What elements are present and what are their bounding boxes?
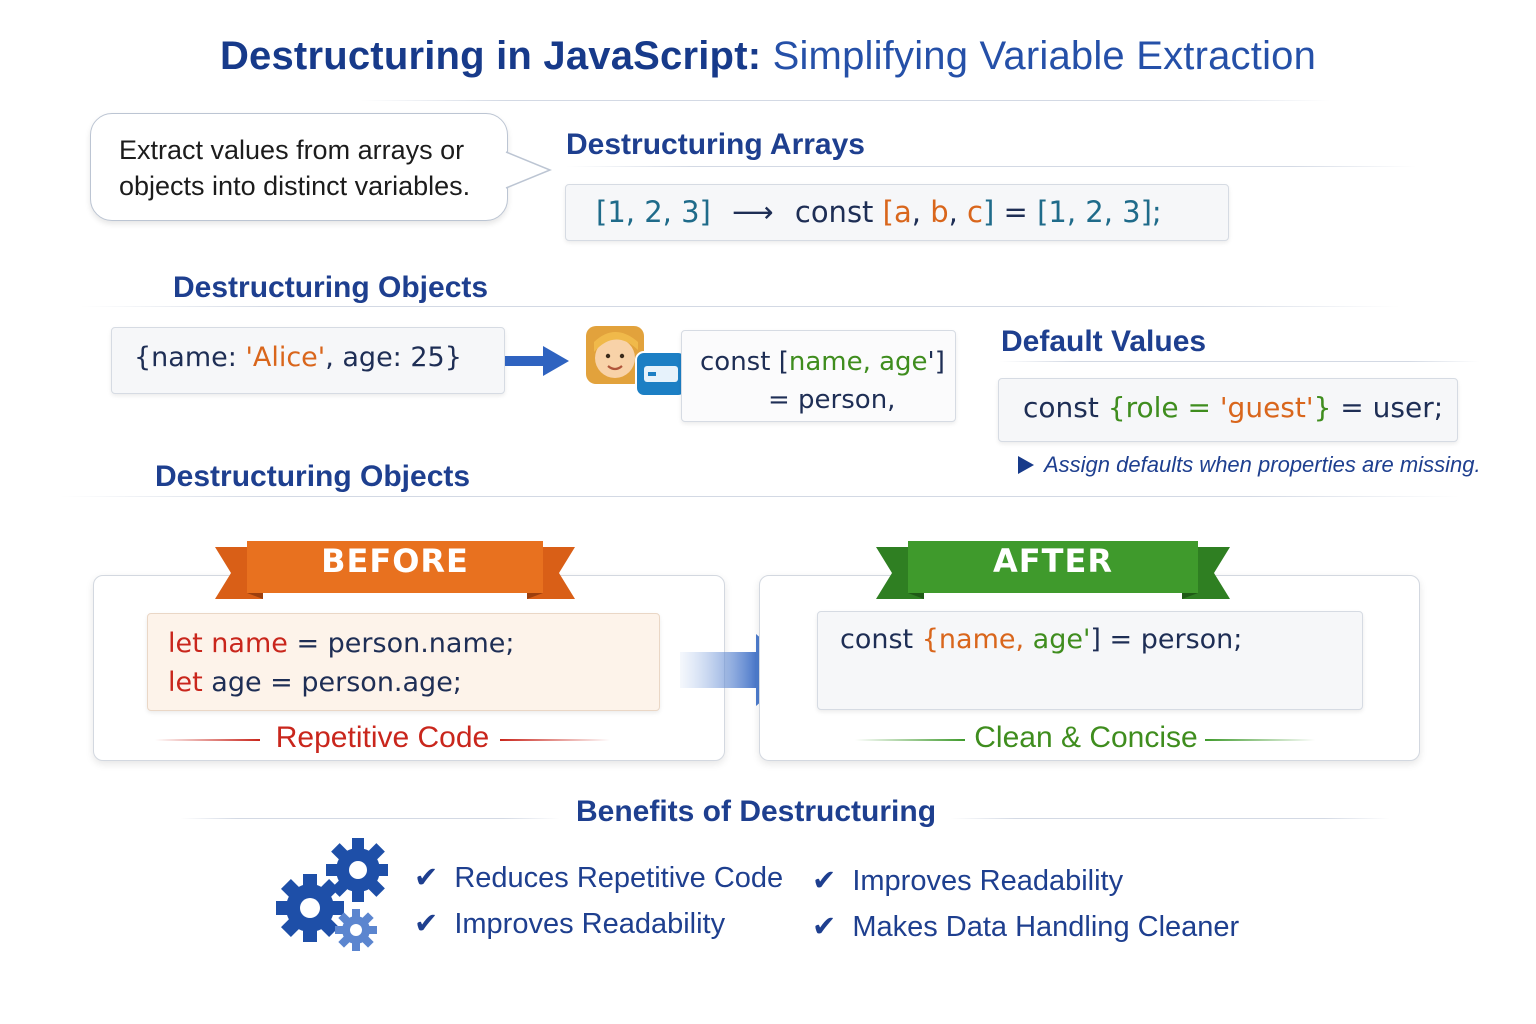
- object-code-age: age: [879, 347, 928, 377]
- arrays-left-literal: [1, 2, 3]: [596, 195, 711, 229]
- play-triangle-icon: [1018, 456, 1034, 474]
- compare-divider: [60, 496, 1460, 497]
- arrays-var-a: a: [893, 195, 912, 229]
- before-code-box: let name = person.name; let age = person…: [147, 613, 660, 711]
- object-code-open: [: [778, 347, 789, 377]
- defaults-note: Assign defaults when properties are miss…: [1044, 452, 1481, 477]
- defaults-close: }: [1313, 391, 1332, 424]
- title-bold: Destructuring in JavaScript:: [219, 34, 762, 78]
- defaults-const: const: [1023, 391, 1099, 424]
- benefit-text: Reduces Repetitive Code: [454, 862, 784, 894]
- arrow-right-icon: [505, 346, 569, 376]
- object-code-line2: = person,: [768, 385, 896, 415]
- benefit-right-1: ✔ Improves Readability: [812, 863, 1123, 898]
- arrays-open: [: [882, 195, 894, 229]
- object-rest: , age: 25}: [325, 342, 462, 373]
- after-close: ]: [1090, 624, 1101, 655]
- arrays-var-b: b: [930, 195, 949, 229]
- checkmark-icon: ✔: [414, 862, 439, 894]
- speech-bubble-tail-icon: [505, 151, 552, 189]
- defaults-heading: Default Values: [1001, 325, 1207, 358]
- benefits-heading: Benefits of Destructuring: [575, 795, 937, 828]
- checkmark-icon: ✔: [812, 865, 837, 897]
- arrays-close: ]: [983, 195, 995, 229]
- checkmark-icon: ✔: [812, 911, 837, 943]
- intro-bubble: Extract values from arrays or objects in…: [90, 113, 508, 221]
- after-const: const: [840, 624, 914, 655]
- before-var-age: age: [211, 667, 262, 698]
- benefit-text: Improves Readability: [454, 908, 726, 940]
- defaults-divider: [1000, 361, 1480, 362]
- arrays-code-box: [1, 2, 3] ⟶ const [a, b, c] = [1, 2, 3];: [565, 184, 1229, 241]
- compare-heading: Destructuring Objects: [155, 460, 471, 493]
- title-rest: Simplifying Variable Extraction: [772, 34, 1317, 78]
- arrays-const: const: [794, 195, 874, 229]
- before-var-name: name: [211, 628, 288, 659]
- benefits-rule-right: [950, 818, 1390, 819]
- object-code-close: ']: [927, 347, 945, 377]
- defaults-string: 'guest': [1219, 391, 1314, 424]
- before-let-1: let: [168, 628, 203, 659]
- after-caption-rule-left: [855, 739, 965, 741]
- benefit-right-2: ✔ Makes Data Handling Cleaner: [812, 909, 1239, 944]
- after-caption-rule-right: [1205, 739, 1315, 741]
- after-caption: Clean & Concise: [974, 721, 1198, 754]
- objects-divider: [80, 306, 1400, 307]
- arrays-heading: Destructuring Arrays: [566, 128, 865, 161]
- intro-line-2: objects into distinct variables.: [119, 171, 471, 201]
- after-label: AFTER: [993, 542, 1113, 580]
- gears-icon: [276, 838, 388, 951]
- after-age: age': [1032, 624, 1091, 655]
- benefit-text: Makes Data Handling Cleaner: [852, 911, 1240, 943]
- before-rest-1: = person.name;: [287, 628, 515, 659]
- after-code-box: const {name, age'] = person;: [817, 611, 1363, 710]
- before-let-2: let: [168, 667, 203, 698]
- before-ribbon: [215, 541, 575, 599]
- after-open: {name,: [921, 624, 1025, 655]
- checkmark-icon: ✔: [414, 908, 439, 940]
- object-open: {name:: [134, 342, 246, 373]
- intro-line-1: Extract values from arrays or: [119, 135, 465, 165]
- before-rest-2: = person.age;: [261, 667, 462, 698]
- before-caption-rule-left: [155, 739, 260, 741]
- arrays-divider: [566, 166, 1416, 167]
- benefit-left-2: ✔ Improves Readability: [414, 906, 725, 941]
- objects-heading: Destructuring Objects: [173, 271, 489, 304]
- benefit-left-1: ✔ Reduces Repetitive Code: [414, 860, 783, 895]
- object-literal-box: {name: 'Alice', age: 25}: [111, 327, 505, 394]
- before-caption-rule-right: [500, 739, 610, 741]
- arrow-right-icon: ⟶: [732, 195, 774, 229]
- defaults-code-box: const {role = 'guest'} = user;: [998, 378, 1458, 442]
- object-name-value: 'Alice': [245, 342, 326, 373]
- before-caption: Repetitive Code: [275, 721, 490, 754]
- arrays-var-c: c: [967, 195, 983, 229]
- object-code-name: name,: [788, 347, 871, 377]
- defaults-open: {role =: [1107, 391, 1220, 424]
- page-title: Destructuring in JavaScript: Simplifying…: [0, 34, 1536, 79]
- object-destructure-box: const [name, age'] = person,: [681, 330, 956, 422]
- title-divider: [360, 100, 1330, 101]
- after-rest: = person;: [1100, 624, 1243, 655]
- benefit-text: Improves Readability: [852, 865, 1124, 897]
- object-code-const: const: [700, 347, 771, 377]
- after-ribbon: [876, 541, 1230, 599]
- person-avatar-icon: [586, 326, 687, 397]
- arrays-right-literal: [1, 2, 3];: [1037, 195, 1162, 229]
- before-label: BEFORE: [321, 542, 469, 580]
- arrays-equals: =: [1003, 195, 1028, 229]
- defaults-rest: = user;: [1331, 391, 1444, 424]
- benefits-rule-left: [180, 818, 560, 819]
